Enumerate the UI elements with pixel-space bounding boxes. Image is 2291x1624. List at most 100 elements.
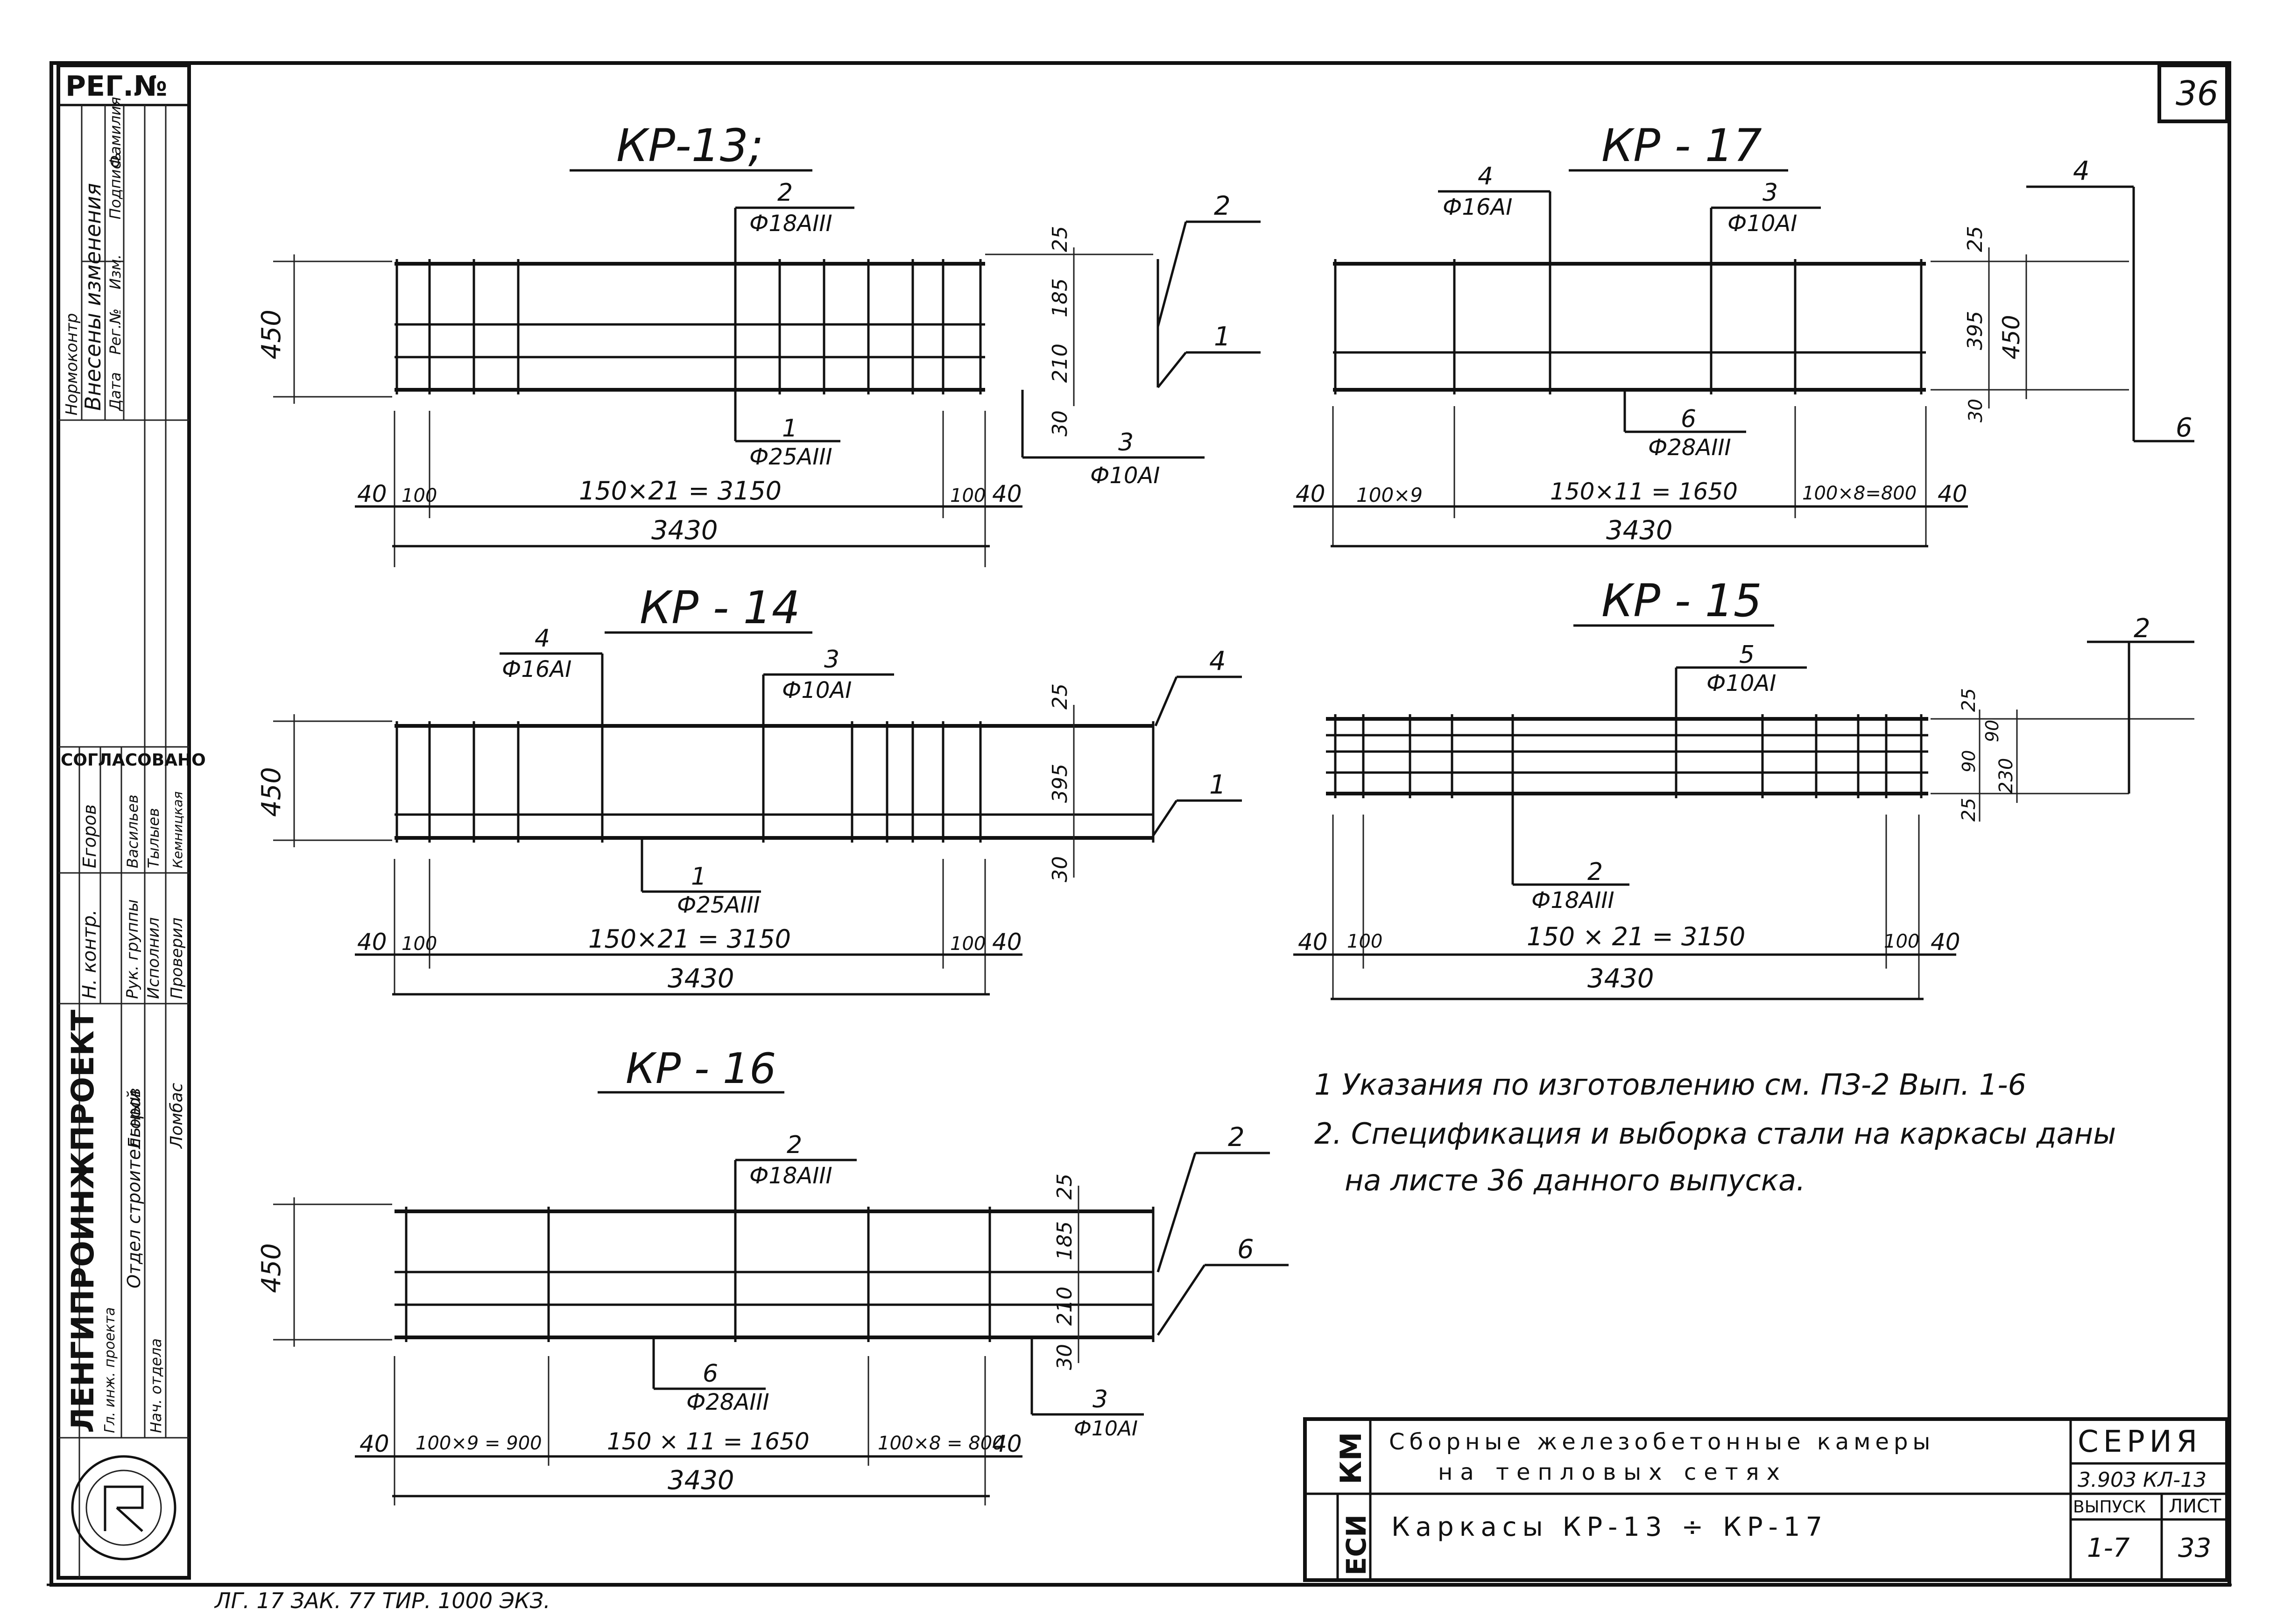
kp16-dim-b: 100×8 = 800 [878, 1433, 1004, 1454]
list-value: 33 [2178, 1533, 2211, 1563]
lombas-name: Ломбас [167, 1083, 186, 1149]
kp17-title: КР - 17 [1601, 120, 1762, 172]
list-label: ЛИСТ [2169, 1496, 2221, 1517]
proveril-label: Проверил [168, 918, 186, 999]
notes-block: 1 Указания по изготовлению см. ПЗ-2 Вып.… [1314, 1068, 2116, 1197]
kp15-dim-center: 150 × 21 = 3150 [1527, 922, 1745, 951]
drawing-kp13: КР-13; 450 25 185 210 30 2 [256, 120, 1261, 567]
kp16-lab2-num: 2 [787, 1131, 802, 1159]
kp14-lab4-spec: Ф16АI [502, 656, 571, 682]
gl-ingener-label: Гл. инж. проекта [102, 1307, 118, 1433]
nkontr-label: Н. контр. [79, 909, 100, 999]
kp16-lab6-spec: Ф28АIII [686, 1389, 769, 1415]
kp15-dim-100b: 100 [1884, 931, 1919, 952]
kp14-dim-total: 3430 [668, 963, 734, 994]
vasilyev-name: Васильев [124, 794, 141, 868]
kp16-lab2-spec: Ф18АIII [749, 1163, 832, 1189]
kp15-lab5-spec: Ф10АI [1706, 670, 1776, 696]
vypusk-label: ВЫПУСК [2073, 1497, 2146, 1517]
control-label: Нормоконтр [63, 313, 81, 415]
drawing-kp14: КР - 14 450 25 395 30 4 1 [256, 582, 1242, 996]
kp15-callout-top: 2 [2134, 613, 2150, 644]
kp13-height: 450 [256, 309, 287, 359]
kp14-title: КР - 14 [640, 582, 800, 634]
kp14-d-top: 25 [1048, 683, 1072, 710]
kp16-dim-a: 100×9 = 900 [416, 1433, 542, 1454]
kp13-d-bot: 30 [1048, 410, 1072, 436]
reg-label: РЕГ.№ [65, 70, 167, 103]
kp13-title: КР-13; [616, 120, 763, 172]
kp13-lab2-num: 2 [777, 179, 793, 207]
note-2: 2. Спецификация и выборка стали на карка… [1314, 1117, 2116, 1151]
drawing-kp16: КР - 16 450 25 185 210 30 2 6 2 Ф18АIII [256, 1044, 1289, 1505]
kp13-dim-right: 40 [992, 480, 1022, 507]
kp16-d-mid2: 210 [1053, 1287, 1077, 1326]
rukgr-label: Рук. группы [123, 899, 142, 999]
corner-bot-mark: ЕСИ [1340, 1514, 1372, 1575]
vypusk-value: 1-7 [2087, 1533, 2130, 1563]
kp13-dim-total: 3430 [651, 515, 718, 546]
sheet-name: Каркасы КР-13 ÷ КР-17 [1391, 1512, 1828, 1542]
kp17-lab4-spec: Ф16АI [1443, 194, 1512, 220]
kp13-callout-bot: 1 [1214, 322, 1231, 352]
kp15-dim-total: 3430 [1587, 963, 1654, 994]
corner-top-mark: КМ [1334, 1432, 1368, 1484]
kp15-d-bot: 25 [1958, 798, 1980, 822]
kp14-dim-right: 40 [992, 928, 1022, 956]
col-izm: Изм. [106, 254, 124, 289]
kp14-dim-100b: 100 [950, 933, 986, 955]
changes-header: Внесены изменения [80, 183, 106, 411]
kp13-lab1-num: 1 [782, 415, 797, 443]
name-line1: Сборные железобетонные камеры [1389, 1429, 1935, 1455]
kp15-d-230: 230 [1995, 758, 2017, 794]
kp17-dim-left: 40 [1296, 480, 1325, 507]
kp13-lab3-num: 3 [1118, 429, 1134, 457]
kp14-height: 450 [256, 767, 287, 817]
kp17-lab3-spec: Ф10АI [1727, 211, 1797, 237]
kp16-lab3-num: 3 [1093, 1385, 1108, 1413]
nach-otdela-label: Нач. отдела [147, 1338, 165, 1433]
kp15-dim-100a: 100 [1347, 931, 1382, 952]
kp14-lab3-num: 3 [824, 646, 839, 674]
kp14-dim-center: 150×21 = 3150 [588, 924, 791, 954]
kp13-lab1-spec: Ф25АIII [749, 444, 832, 470]
kp15-lab5-num: 5 [1739, 641, 1755, 669]
kp17-dim-a: 100×9 [1356, 484, 1423, 506]
series-label: СЕРИЯ [2078, 1425, 2202, 1459]
kp13-d-mid2: 210 [1048, 344, 1072, 383]
kp14-dim-left: 40 [357, 928, 387, 956]
sheet-number: 36 [2176, 74, 2219, 113]
kp16-title: КР - 16 [626, 1044, 776, 1093]
kp15-lab2-spec: Ф18АIII [1531, 887, 1614, 914]
kp17-lab4-num: 4 [1478, 162, 1493, 190]
kp15-d-top: 25 [1958, 688, 1980, 712]
kemnicka-name: Кемницкая [170, 791, 185, 868]
title-block: КМ ЕСИ Сборные железобетонные камеры на … [1303, 1417, 2229, 1582]
series-value: 3.903 КЛ-13 [2078, 1468, 2206, 1492]
col-sign: Подпись [106, 152, 124, 219]
kp13-lab3-spec: Ф10АI [1090, 463, 1160, 489]
footer-stamp: ЛГ. 17 ЗАК. 77 ТИР. 1000 ЭКЗ. [214, 1588, 550, 1613]
kp13-callout-top: 2 [1214, 191, 1231, 221]
kp17-d-bot: 30 [1965, 399, 1987, 422]
note-1: 1 Указания по изготовлению см. ПЗ-2 Вып.… [1314, 1068, 2026, 1102]
kp15-d-90b: 90 [1982, 720, 2002, 742]
kp14-dim-100a: 100 [402, 933, 437, 955]
kp16-lab3-spec: Ф10АI [1074, 1417, 1138, 1441]
kp14-d-bot: 30 [1048, 856, 1072, 882]
kp15-d-90a: 90 [1959, 750, 1979, 773]
tulyev-name: Тылыев [145, 808, 162, 868]
kp17-d-height: 450 [1998, 315, 2025, 359]
kp13-d-top: 25 [1048, 226, 1072, 252]
kp14-callout-bot: 1 [1209, 770, 1226, 800]
kp16-dim-left: 40 [360, 1430, 389, 1457]
kp17-d-mid: 395 [1963, 311, 1987, 350]
egorov-2: Егоров [125, 1088, 144, 1148]
kp17-dim-b: 100×8=800 [1802, 483, 1917, 504]
org-name: ЛЕНГИПРОИНЖПРОЕКТ [65, 1010, 101, 1433]
kp15-title: КР - 15 [1601, 575, 1762, 627]
kp16-dim-total: 3430 [668, 1465, 734, 1496]
kp17-d-top: 25 [1963, 226, 1987, 252]
kp17-dim-total: 3430 [1606, 515, 1673, 546]
